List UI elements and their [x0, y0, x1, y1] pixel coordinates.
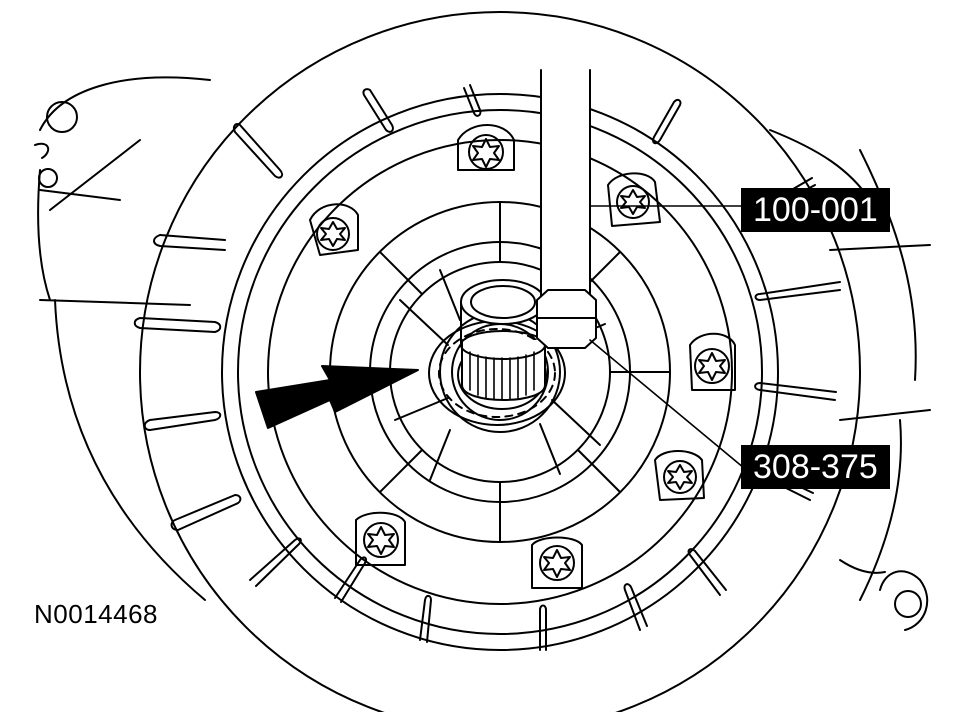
torx-bolt-icon	[689, 332, 736, 391]
figure-id-label: N0014468	[34, 599, 158, 629]
outer-fins	[133, 84, 841, 651]
seal-installer-tool	[536, 69, 597, 349]
bolt-bosses	[309, 124, 736, 589]
callout-label-installer: 308-375	[741, 445, 890, 489]
torx-bolt-icon	[654, 450, 705, 501]
housing-outline	[34, 76, 931, 631]
torx-bolt-icon	[309, 203, 359, 256]
direction-arrow-icon	[255, 365, 419, 429]
torx-bolt-icon	[457, 124, 515, 171]
torx-bolt-icon	[531, 536, 583, 589]
callout-leaders	[589, 205, 745, 469]
torx-bolt-icon	[355, 511, 406, 566]
torx-bolt-icon	[607, 172, 661, 227]
input-shaft-seal	[428, 279, 566, 426]
callout-label-handle: 100-001	[741, 188, 890, 232]
